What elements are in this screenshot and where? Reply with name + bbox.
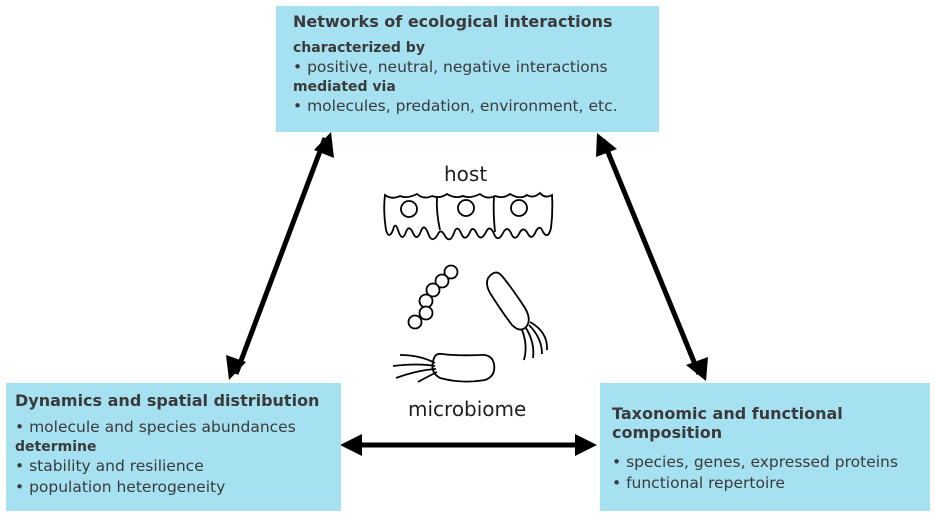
arrow-bottom [340, 434, 597, 456]
heterogeneity-item: • population heterogeneity [15, 478, 226, 496]
streptococcus-chain-icon [407, 264, 459, 330]
host-epithelial-cells-icon [383, 191, 554, 241]
determine-label: determine [15, 439, 97, 455]
species-genes-item: • species, genes, expressed proteins [612, 453, 898, 471]
abundances-item: • molecule and species abundances [15, 418, 296, 436]
host-label: host [444, 162, 488, 186]
stability-item: • stability and resilience [15, 457, 204, 475]
composition-title: Taxonomic and functional composition [612, 404, 930, 442]
functional-repertoire-item: • functional repertoire [612, 474, 785, 492]
arrow-top-left [226, 132, 334, 380]
characterized-by-label: characterized by [293, 40, 425, 56]
interactions-item: • positive, neutral, negative interactio… [293, 58, 608, 76]
flagellated-rod-bacterium-icon [486, 271, 548, 361]
dynamics-title: Dynamics and spatial distribution [15, 391, 320, 410]
microbiome-label: microbiome [408, 397, 527, 421]
flagellated-bacillus-icon [392, 352, 496, 383]
networks-title: Networks of ecological interactions [293, 12, 613, 31]
mediated-via-label: mediated via [293, 79, 396, 95]
composition-title-line1: Taxonomic and functional [612, 404, 843, 423]
mediators-item: • molecules, predation, environment, etc… [293, 97, 618, 115]
arrow-top-right [596, 133, 708, 381]
dynamics-box: Dynamics and spatial distribution • mole… [6, 383, 341, 511]
composition-title-line2: composition [612, 423, 723, 442]
networks-box: Networks of ecological interactions char… [276, 6, 659, 132]
composition-box: Taxonomic and functional composition • s… [600, 383, 930, 511]
